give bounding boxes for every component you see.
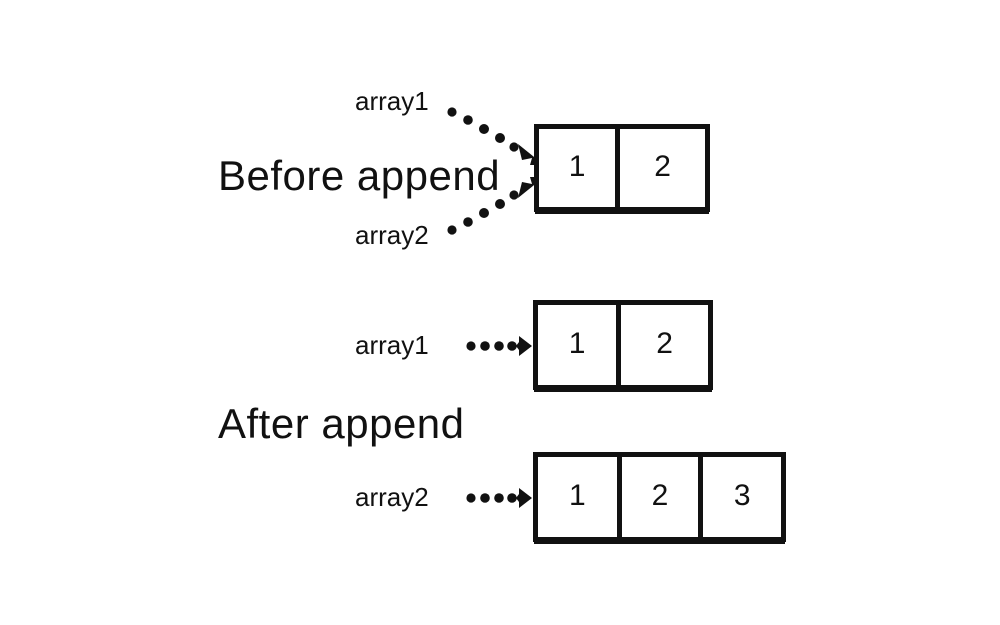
- array-cell: 1: [538, 457, 622, 537]
- array-before-shared: 1 2: [534, 124, 710, 212]
- arrow-after-array1: [466, 336, 532, 356]
- pointer-label-after-array1: array1: [355, 330, 429, 360]
- array-cell-value: 2: [654, 150, 671, 183]
- array-cell-value: 2: [651, 479, 669, 512]
- array-cell: 2: [621, 457, 704, 537]
- array-cell-value: 1: [568, 150, 586, 183]
- array-cell-value: 2: [656, 327, 673, 360]
- section-label-after-append: After append: [218, 400, 465, 447]
- array-cell: 2: [620, 129, 705, 207]
- array-cell-value: 1: [568, 327, 586, 360]
- array-cell-value: 3: [733, 479, 751, 512]
- pointer-label-after-array2: array2: [355, 482, 429, 512]
- array-cell: 2: [621, 305, 708, 385]
- array-after-array1: 1 2: [533, 300, 713, 390]
- arrow-after-array2: [466, 488, 532, 508]
- array-cell: 3: [703, 457, 781, 537]
- array-cell: 1: [539, 129, 621, 207]
- array-after-array2: 1 2 3: [533, 452, 786, 542]
- array-cell: 1: [538, 305, 622, 385]
- section-label-before-append: Before append: [218, 152, 501, 199]
- pointer-label-before-array1: array1: [355, 86, 429, 116]
- pointer-label-before-array2: array2: [355, 220, 429, 250]
- array-cell-value: 1: [568, 479, 586, 512]
